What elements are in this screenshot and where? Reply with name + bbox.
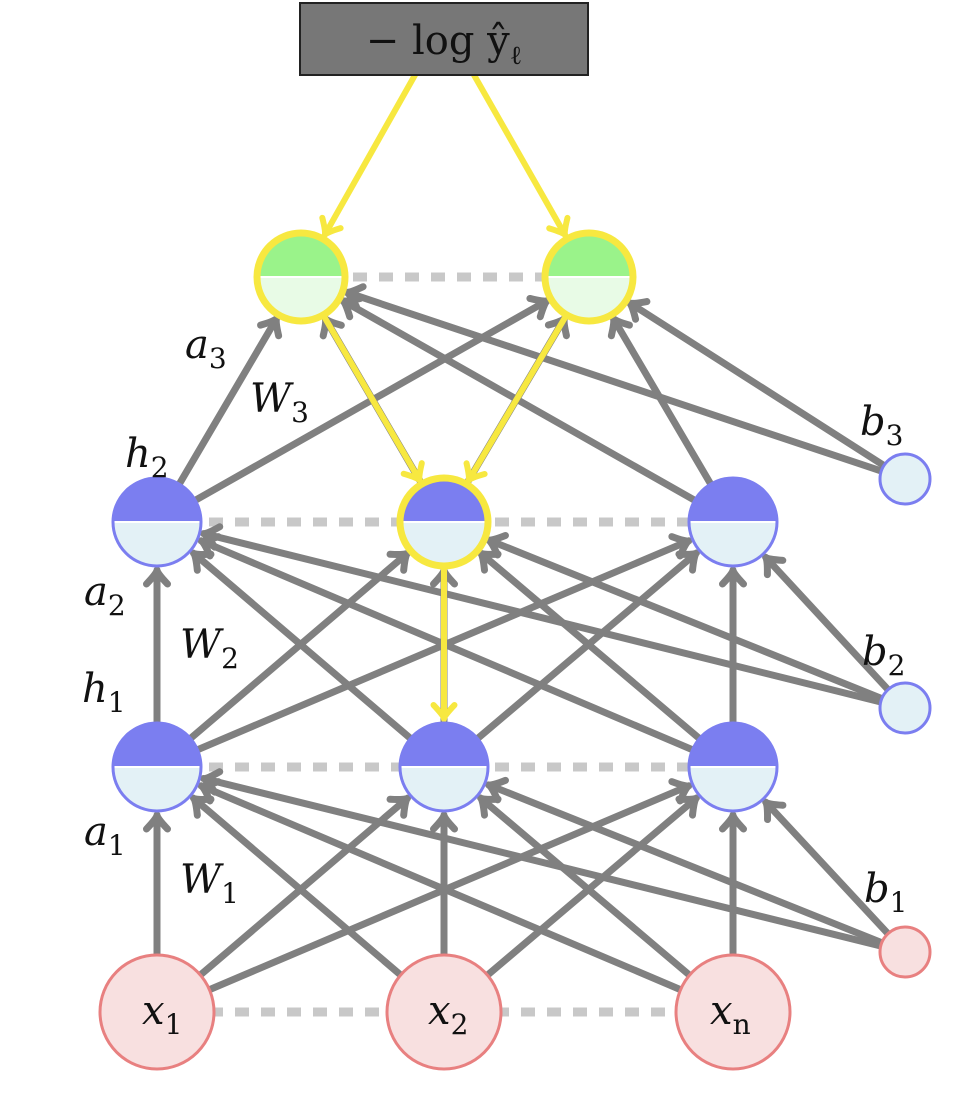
edge-b2-hidden2-1 [485, 531, 909, 712]
label-a3: a3 [185, 322, 227, 375]
hidden2-node-2 [687, 476, 779, 568]
edge-hidden1-hidden2-0-2 [153, 533, 693, 771]
edge-b1-hidden1-2 [762, 798, 909, 956]
input-node-1 [385, 953, 503, 1071]
edge-input-hidden1-0-2 [153, 778, 693, 1016]
bias-node-b2 [878, 681, 932, 735]
label-w1: W1 [180, 857, 239, 910]
edge-hidden1-hidden2-1-2 [440, 549, 700, 771]
loss-label: − log ŷℓ [366, 18, 523, 71]
input-label-xn: xn [710, 988, 751, 1041]
label-a1: a1 [84, 809, 126, 862]
label-b2: b2 [862, 629, 905, 682]
label-b3: b3 [860, 399, 903, 452]
label-w3: W3 [250, 376, 309, 429]
labels: a3 W3 h2 a2 W2 h1 a1 W1 b3 b2 b1 [82, 322, 907, 919]
label-h1: h1 [82, 666, 126, 719]
label-w2: W2 [180, 622, 239, 675]
hidden1-node-0 [111, 721, 203, 813]
bias-node-b1 [878, 925, 932, 979]
input-node-2 [674, 953, 792, 1071]
output-node-1 [541, 229, 637, 325]
label-b1: b1 [864, 866, 907, 919]
hidden1-node-1 [398, 721, 490, 813]
label-a2: a2 [84, 569, 126, 622]
edge-b2-hidden2-0 [200, 523, 909, 712]
edge-b1-hidden1-0 [200, 768, 909, 956]
edge-b2-hidden2-2 [762, 553, 909, 712]
input-label-x1: x1 [142, 988, 182, 1041]
edge-hidden1-hidden2-1-0 [190, 549, 448, 771]
input-node-0 [98, 953, 216, 1071]
edge-b1-hidden1-1 [485, 776, 909, 956]
hidden2-node-0 [111, 476, 203, 568]
edge-b3-output-0 [343, 283, 909, 483]
highlight-loss-output-0 [319, 72, 418, 239]
output-node-0 [253, 229, 349, 325]
label-h2: h2 [125, 431, 169, 484]
edge-b3-output-1 [625, 298, 909, 483]
hidden2-node-1 [396, 474, 492, 570]
hidden1-node-2 [687, 721, 779, 813]
nodes [98, 229, 932, 1071]
input-label-x2: x2 [428, 988, 468, 1041]
edge-hidden1-hidden2-2-1 [477, 549, 737, 771]
edge-hidden2-output-0-1 [153, 294, 551, 526]
bias-node-b3 [878, 452, 932, 506]
input-labels: x1 x2 xn [142, 988, 751, 1041]
edge-hidden1-hidden2-0-1 [153, 549, 411, 771]
highlight-loss-output-1 [471, 72, 571, 239]
highlighted-edges [298, 72, 592, 722]
loss-box: − log ŷℓ [299, 2, 589, 76]
